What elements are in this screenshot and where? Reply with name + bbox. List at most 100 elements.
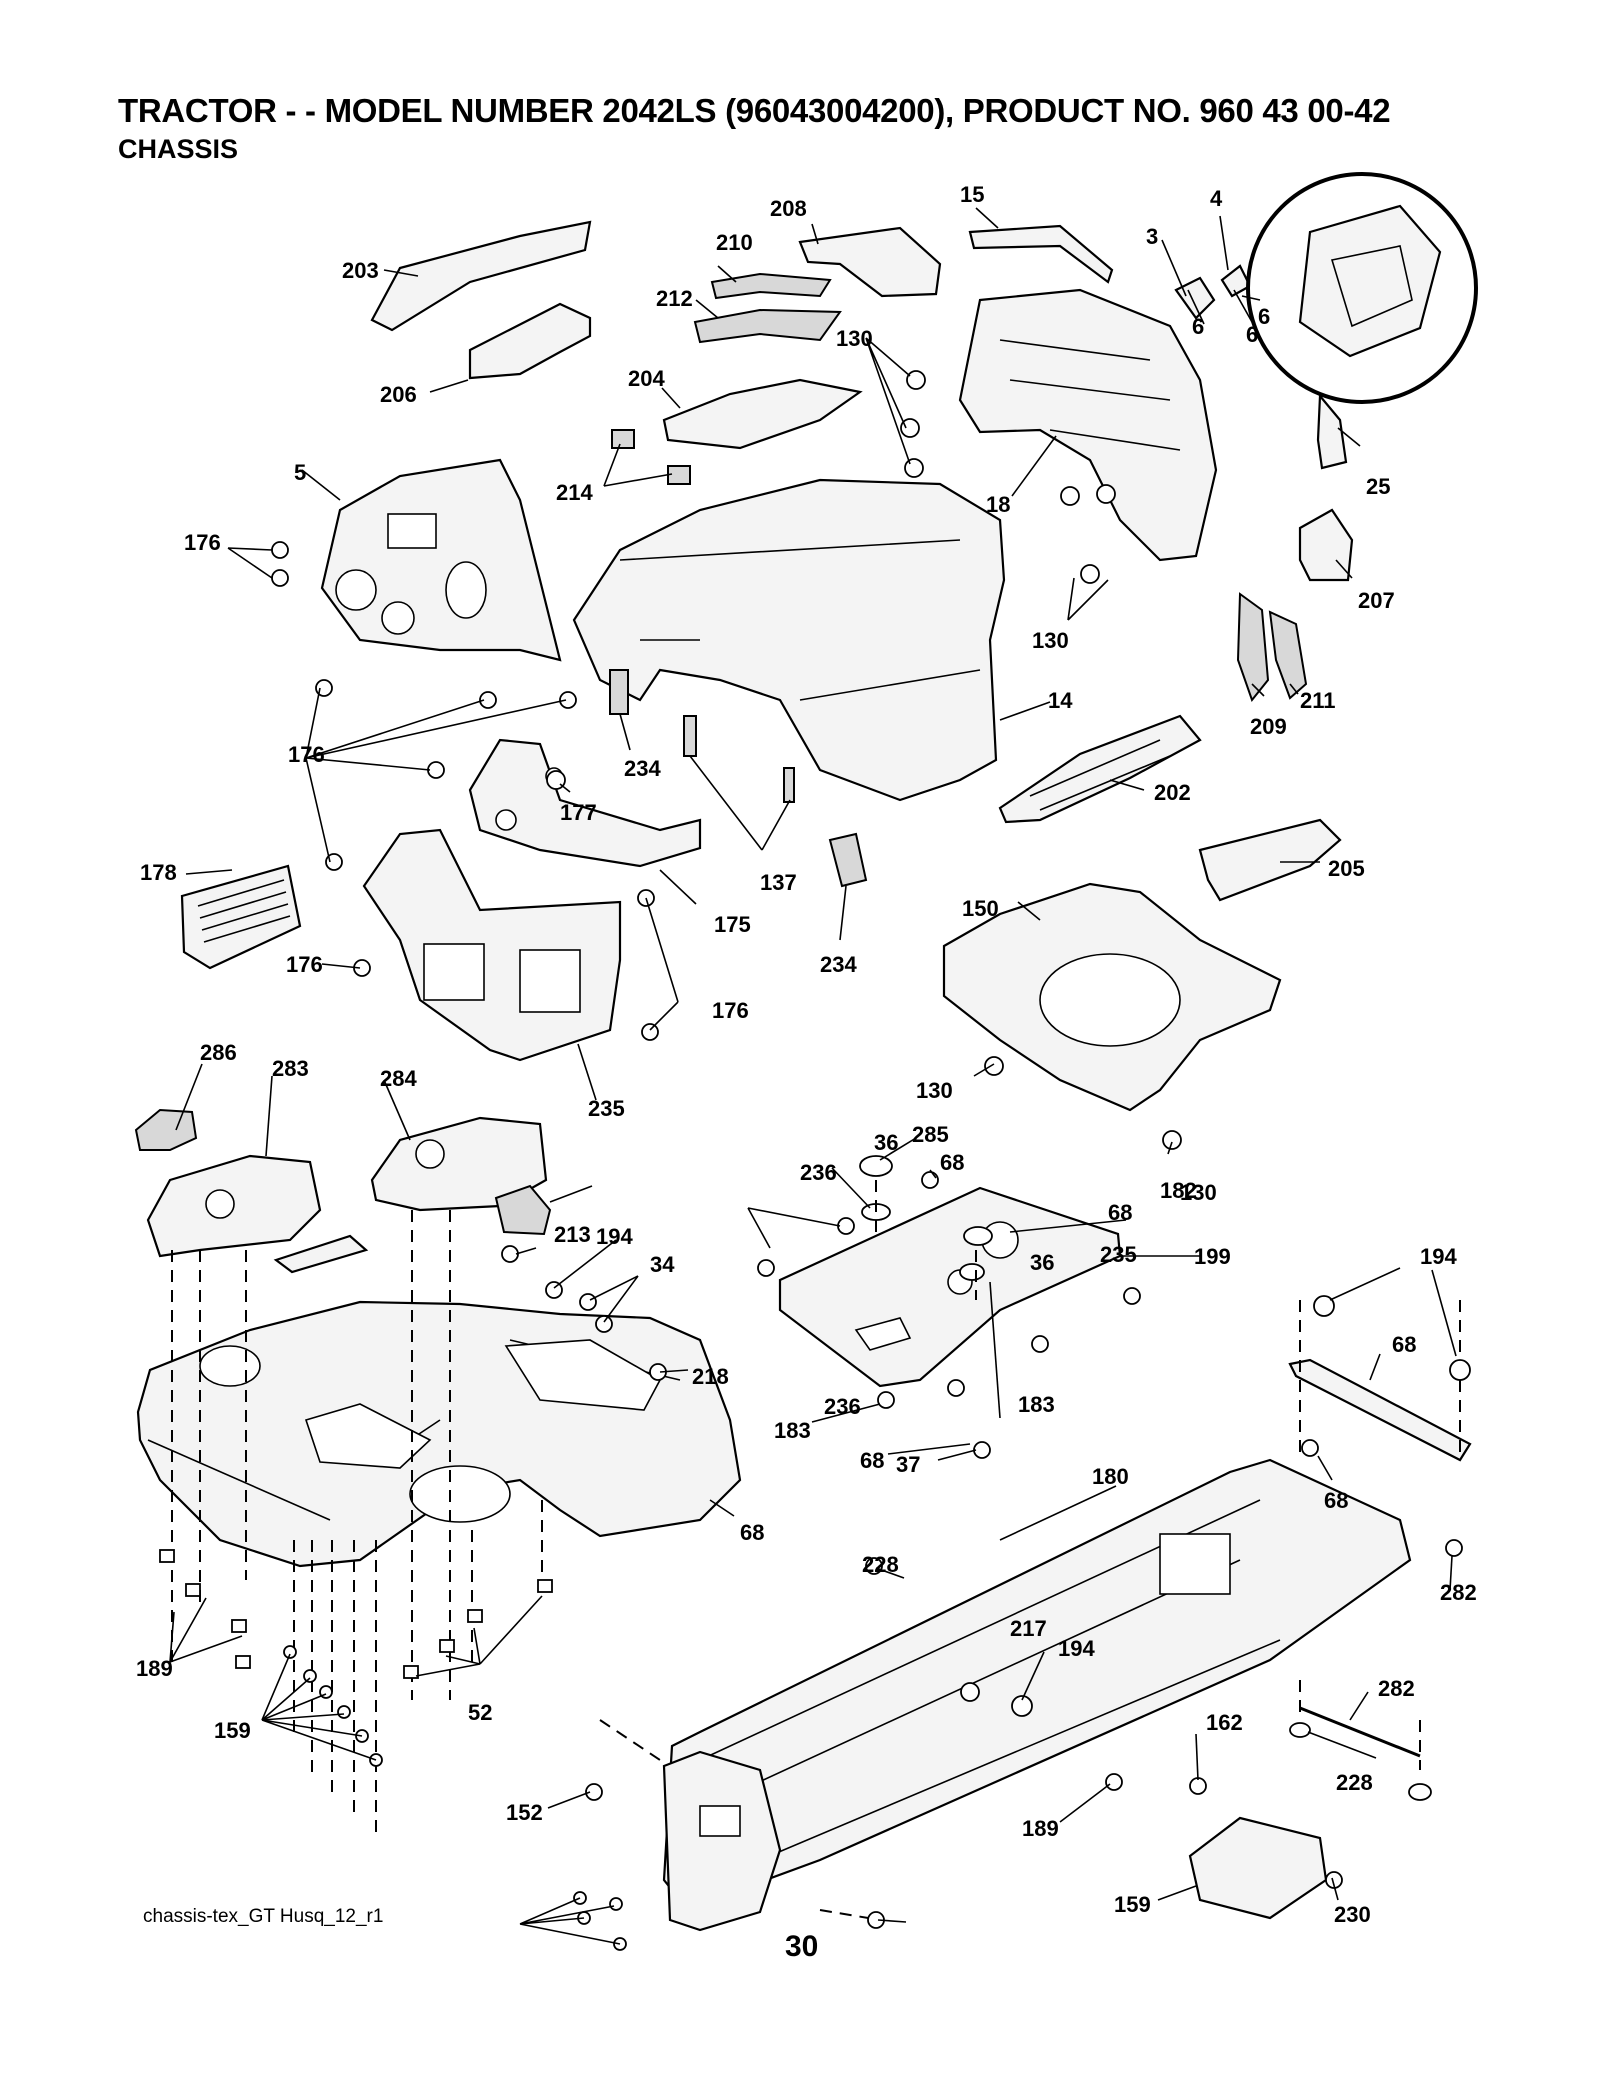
callout-211: 211 [1300,688,1336,713]
callout-189: 189 [1022,1816,1059,1841]
part-217 [1299,1706,1421,1758]
callout-178: 178 [140,860,177,885]
callout-282: 282 [1440,1580,1477,1605]
part-203 [370,220,592,332]
part-214a [611,429,635,449]
callout-228: 228 [862,1552,899,1577]
callout-182: 182 [1160,1178,1197,1203]
part-137b [783,767,795,803]
callout-236: 236 [800,1160,837,1185]
callout-286: 286 [200,1040,237,1065]
part-175 [468,738,702,868]
part-52b [1408,1783,1432,1801]
callout-208: 208 [770,196,807,221]
part-210 [710,272,832,300]
callout-68: 68 [1324,1488,1348,1513]
callout-194: 194 [1058,1636,1095,1661]
callout-176: 176 [712,998,749,1023]
callout-68: 68 [940,1150,964,1175]
callout-283: 283 [272,1056,309,1081]
callout-68: 68 [860,1448,884,1473]
detail-inset-part [1298,204,1442,358]
page-number: 30 [785,1930,819,1963]
callout-4: 4 [1210,186,1223,211]
part-234b [828,832,868,888]
callout-176: 176 [286,952,323,977]
part-206 [468,302,592,380]
callout-202: 202 [1154,780,1191,805]
page-title: TRACTOR - - MODEL NUMBER 2042LS (9604300… [118,92,1391,129]
part-25 [1316,393,1348,470]
callout-68: 68 [1108,1200,1132,1225]
callout-207: 207 [1358,588,1395,613]
hardware-bolts [159,370,1471,1951]
part-208 [798,226,942,298]
part-212 [693,308,842,344]
drawing-reference: chassis-tex_GT Husq_12_r1 [143,1906,384,1927]
callout-152: 152 [506,1800,543,1825]
callout-5: 5 [294,460,306,485]
part-52a [1289,1722,1311,1738]
callout-37: 37 [896,1452,920,1477]
part-214b [667,465,691,485]
callout-150: 150 [962,896,999,921]
callout-3: 3 [1146,224,1158,249]
callout-209: 209 [1250,714,1287,739]
callout-205: 205 [1328,856,1365,881]
part-209 [1236,592,1270,703]
callout-183: 183 [1018,1392,1055,1417]
callout-52: 52 [468,1700,492,1725]
callout-235: 235 [588,1096,625,1121]
callout-6: 6 [1192,314,1204,339]
callout-210: 210 [716,230,753,255]
callout-285: 285 [912,1122,949,1147]
callout-68: 68 [1392,1332,1416,1357]
callout-218: 218 [692,1364,729,1389]
callout-15: 15 [960,182,984,207]
callout-36: 36 [874,1130,898,1155]
callout-130: 130 [1032,628,1069,653]
callout-25: 25 [1366,474,1390,499]
part-235a [859,1155,893,1177]
callout-34: 34 [650,1252,675,1277]
part-15 [968,224,1114,284]
callout-130: 130 [1180,1180,1217,1205]
part-180-front [662,1750,782,1932]
callout-176: 176 [184,530,221,555]
callout-18: 18 [986,492,1010,517]
callout-180: 180 [1092,1464,1129,1489]
callout-230: 230 [1334,1902,1371,1927]
callout-212: 212 [656,286,693,311]
callout-159: 159 [1114,1892,1151,1917]
callout-159: 159 [214,1718,251,1743]
leader-lines [169,207,1457,1945]
callout-234: 234 [624,756,661,781]
part-178 [180,864,302,970]
part-235b [963,1226,993,1246]
callout-6: 6 [1258,304,1270,329]
part-284 [370,1116,548,1212]
callout-130: 130 [836,326,873,351]
callout-14: 14 [1048,688,1073,713]
callout-206: 206 [380,382,417,407]
callout-183: 183 [774,1418,811,1443]
part-5 [320,458,562,662]
part-285 [494,1184,552,1236]
part-3 [1174,276,1216,320]
callout-137: 137 [760,870,797,895]
part-137a [683,715,697,757]
callout-194: 194 [596,1224,633,1249]
part-182 [362,828,622,1062]
part-18 [958,288,1218,562]
callout-214: 214 [556,480,593,505]
part-204 [662,378,863,450]
callout-130: 130 [916,1078,953,1103]
callout-235: 235 [1100,1242,1137,1267]
callout-162: 162 [1206,1710,1243,1735]
callout-68: 68 [740,1520,764,1545]
part-14 [572,478,1006,802]
part-234a [609,669,629,715]
callout-6: 6 [1246,322,1258,347]
part-286 [134,1108,198,1151]
